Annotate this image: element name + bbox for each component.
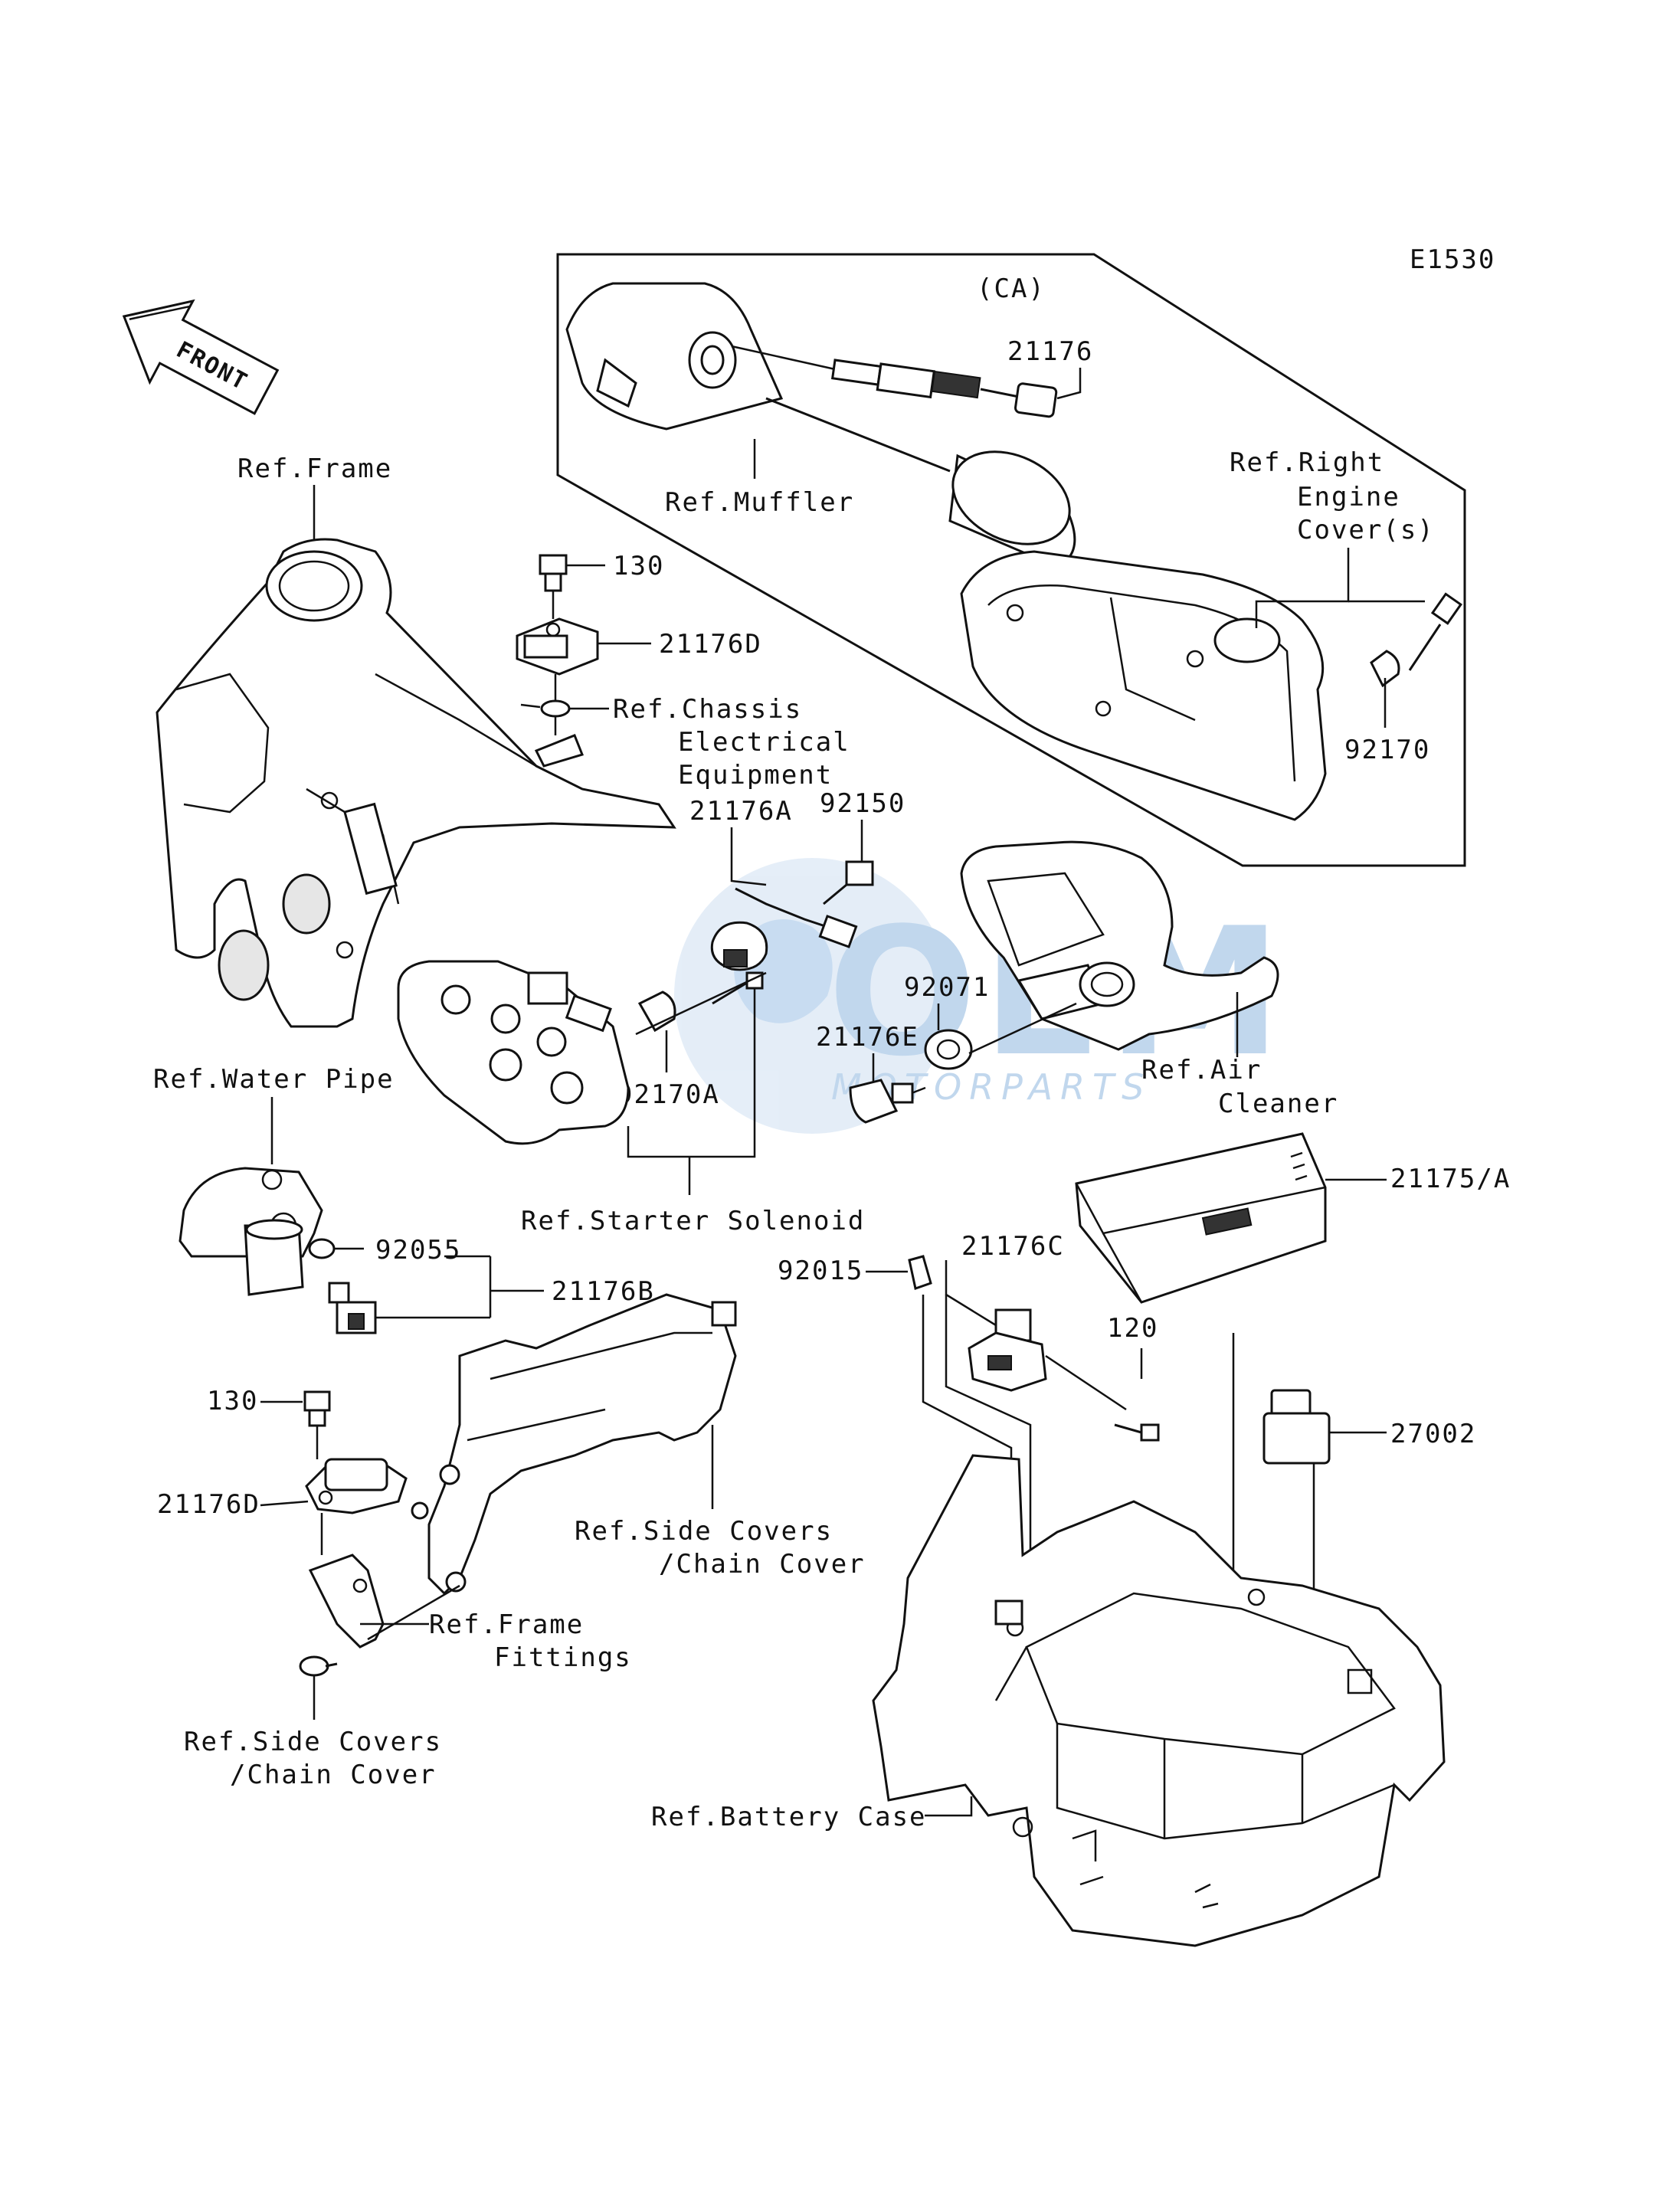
muffler <box>565 282 1076 568</box>
ref-chassis-line2: Electrical <box>678 727 850 758</box>
ref-frame-fittings-line2: Fittings <box>494 1642 632 1673</box>
part-92150: 92150 <box>820 788 905 819</box>
o-ring-92055 <box>308 1238 364 1259</box>
ref-side-covers-a-line2: /Chain Cover <box>659 1549 866 1580</box>
ref-frame-top: Ref.Frame <box>237 453 392 484</box>
clamp-92170 <box>1370 650 1400 728</box>
diagram-code: E1530 <box>1410 244 1495 275</box>
relay-27002 <box>1262 1389 1387 1465</box>
frame-fitting-bracket <box>308 1554 460 1649</box>
sensor-21176E <box>849 1079 926 1124</box>
ref-chassis-line3: Equipment <box>678 760 833 791</box>
oxygen-sensor-21176 <box>731 345 1082 418</box>
part-92071: 92071 <box>904 972 990 1003</box>
part-21176C: 21176C <box>961 1231 1065 1262</box>
ref-side-covers-b-label: Ref.Side Covers /Chain Cover <box>184 1727 442 1790</box>
ref-muffler: Ref.Muffler <box>665 487 854 518</box>
frame <box>156 538 676 1028</box>
ref-right-engine-cover-label: Ref.Right Engine Cover(s) <box>1230 447 1435 545</box>
part-120: 120 <box>1107 1313 1158 1344</box>
part-21176B: 21176B <box>552 1276 655 1307</box>
part-92170: 92170 <box>1344 735 1430 765</box>
ref-chassis-electrical-label: Ref.Chassis Electrical Equipment <box>613 694 850 791</box>
sensor-21176A <box>710 887 858 971</box>
part-21176D-top: 21176D <box>659 629 762 660</box>
part-21175A: 21175/A <box>1390 1164 1511 1194</box>
ref-battery-case: Ref.Battery Case <box>651 1802 927 1832</box>
starter-solenoid-cover <box>397 960 630 1145</box>
ref-frame-fittings-label: Ref.Frame Fittings <box>429 1609 632 1673</box>
ca-label: (CA) <box>977 273 1046 304</box>
part-130-bottom: 130 <box>207 1386 258 1416</box>
sensor-21176C <box>968 1308 1047 1392</box>
water-pipe <box>178 1167 323 1296</box>
part-92170A: 92170A <box>617 1079 720 1110</box>
ref-side-covers-a-line1: Ref.Side Covers <box>575 1516 833 1547</box>
ref-frame-fittings-line1: Ref.Frame <box>429 1609 584 1640</box>
washer-bracket <box>520 699 609 768</box>
air-cleaner <box>960 840 1279 1051</box>
part-21176E: 21176E <box>816 1022 919 1053</box>
part-92015: 92015 <box>778 1256 863 1286</box>
screw-bottom <box>299 1655 338 1720</box>
ref-right-engine-cover-line2: Engine <box>1297 482 1400 512</box>
part-21176: 21176 <box>1007 336 1093 367</box>
ref-side-covers-b-line2: /Chain Cover <box>230 1760 437 1790</box>
ecu-21175A <box>1075 1132 1327 1304</box>
front-arrow-icon: FRONT <box>122 299 280 415</box>
part-21176D-bottom: 21176D <box>157 1489 260 1520</box>
battery-case <box>872 1454 1446 1947</box>
bolt-130-top <box>539 554 605 592</box>
sensor-21176D-bottom <box>305 1458 408 1514</box>
ref-starter-solenoid: Ref.Starter Solenoid <box>521 1206 865 1236</box>
ref-side-covers-a-label: Ref.Side Covers /Chain Cover <box>575 1516 866 1580</box>
part-92055: 92055 <box>375 1235 461 1265</box>
part-21176A: 21176A <box>689 796 793 827</box>
ref-chassis-line1: Ref.Chassis <box>613 694 802 725</box>
sensor-21176D-top <box>516 617 651 676</box>
bolt-right-cover <box>1408 592 1462 671</box>
side-cover-bracket <box>411 1293 737 1596</box>
bolt-130-bottom <box>303 1390 331 1459</box>
ca-inset-box <box>556 253 1466 867</box>
clip-92015 <box>908 1255 932 1290</box>
part-130-top: 130 <box>613 551 664 581</box>
ref-right-engine-cover-line3: Cover(s) <box>1297 515 1435 545</box>
bolt-92150 <box>823 860 874 905</box>
ref-water-pipe: Ref.Water Pipe <box>153 1064 395 1095</box>
ref-right-engine-cover-line1: Ref.Right <box>1230 447 1384 478</box>
temp-sensor-21176B <box>328 1282 490 1334</box>
ref-side-covers-b-line1: Ref.Side Covers <box>184 1727 442 1757</box>
bolt-120 <box>1114 1423 1160 1442</box>
right-engine-cover <box>960 550 1327 821</box>
ref-air-cleaner-line1: Ref.Air <box>1141 1055 1262 1085</box>
ref-air-cleaner-label: Ref.Air Cleaner <box>1141 1055 1338 1119</box>
part-27002: 27002 <box>1390 1419 1476 1449</box>
ref-air-cleaner-line2: Cleaner <box>1218 1089 1338 1119</box>
grommet-92071 <box>924 1029 973 1070</box>
